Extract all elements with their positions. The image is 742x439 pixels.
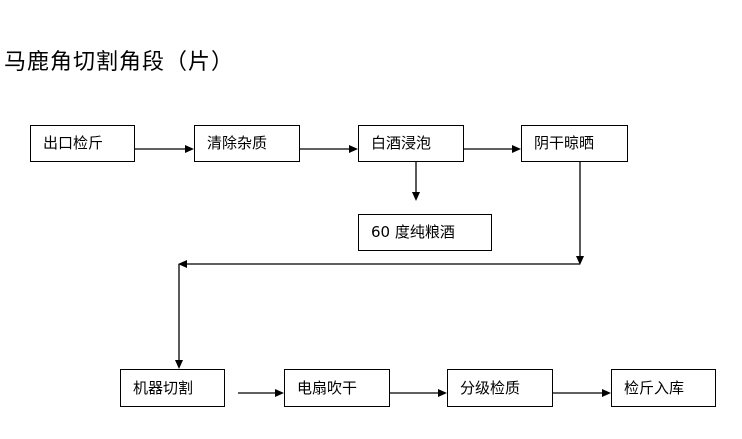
step-export-weighing: 出口检斤 xyxy=(30,125,135,162)
step-weighing-storage: 检斤入库 xyxy=(611,369,716,407)
step-label: 出口检斤 xyxy=(43,134,104,152)
step-label: 清除杂质 xyxy=(207,134,268,152)
arrowhead xyxy=(512,145,521,153)
arrowhead xyxy=(178,260,187,268)
step-label: 电扇吹干 xyxy=(297,378,358,397)
arrowhead xyxy=(576,256,584,265)
step-label: 机器切割 xyxy=(133,378,194,397)
step-grading-inspection: 分级检质 xyxy=(447,369,553,407)
step-label: 白酒浸泡 xyxy=(371,134,432,152)
step-grain-liquor: 60 度纯粮酒 xyxy=(358,214,492,251)
arrowhead xyxy=(412,192,420,201)
step-shade-drying: 阴干晾晒 xyxy=(521,125,628,162)
arrowhead xyxy=(349,145,358,153)
arrowhead xyxy=(438,389,447,397)
arrowhead xyxy=(185,145,194,153)
step-machine-cutting: 机器切割 xyxy=(120,369,225,407)
step-label: 检斤入库 xyxy=(624,378,685,397)
arrowhead xyxy=(175,360,183,369)
arrowhead xyxy=(602,389,611,397)
step-label: 60 度纯粮酒 xyxy=(371,223,455,241)
step-label: 分级检质 xyxy=(460,378,521,397)
page-title: 马鹿角切割角段（片） xyxy=(4,50,235,75)
step-remove-impurities: 清除杂质 xyxy=(194,125,300,162)
arrowhead xyxy=(275,389,284,397)
step-fan-drying: 电扇吹干 xyxy=(284,369,390,407)
step-label: 阴干晾晒 xyxy=(534,134,595,152)
step-liquor-soaking: 白酒浸泡 xyxy=(358,125,464,162)
